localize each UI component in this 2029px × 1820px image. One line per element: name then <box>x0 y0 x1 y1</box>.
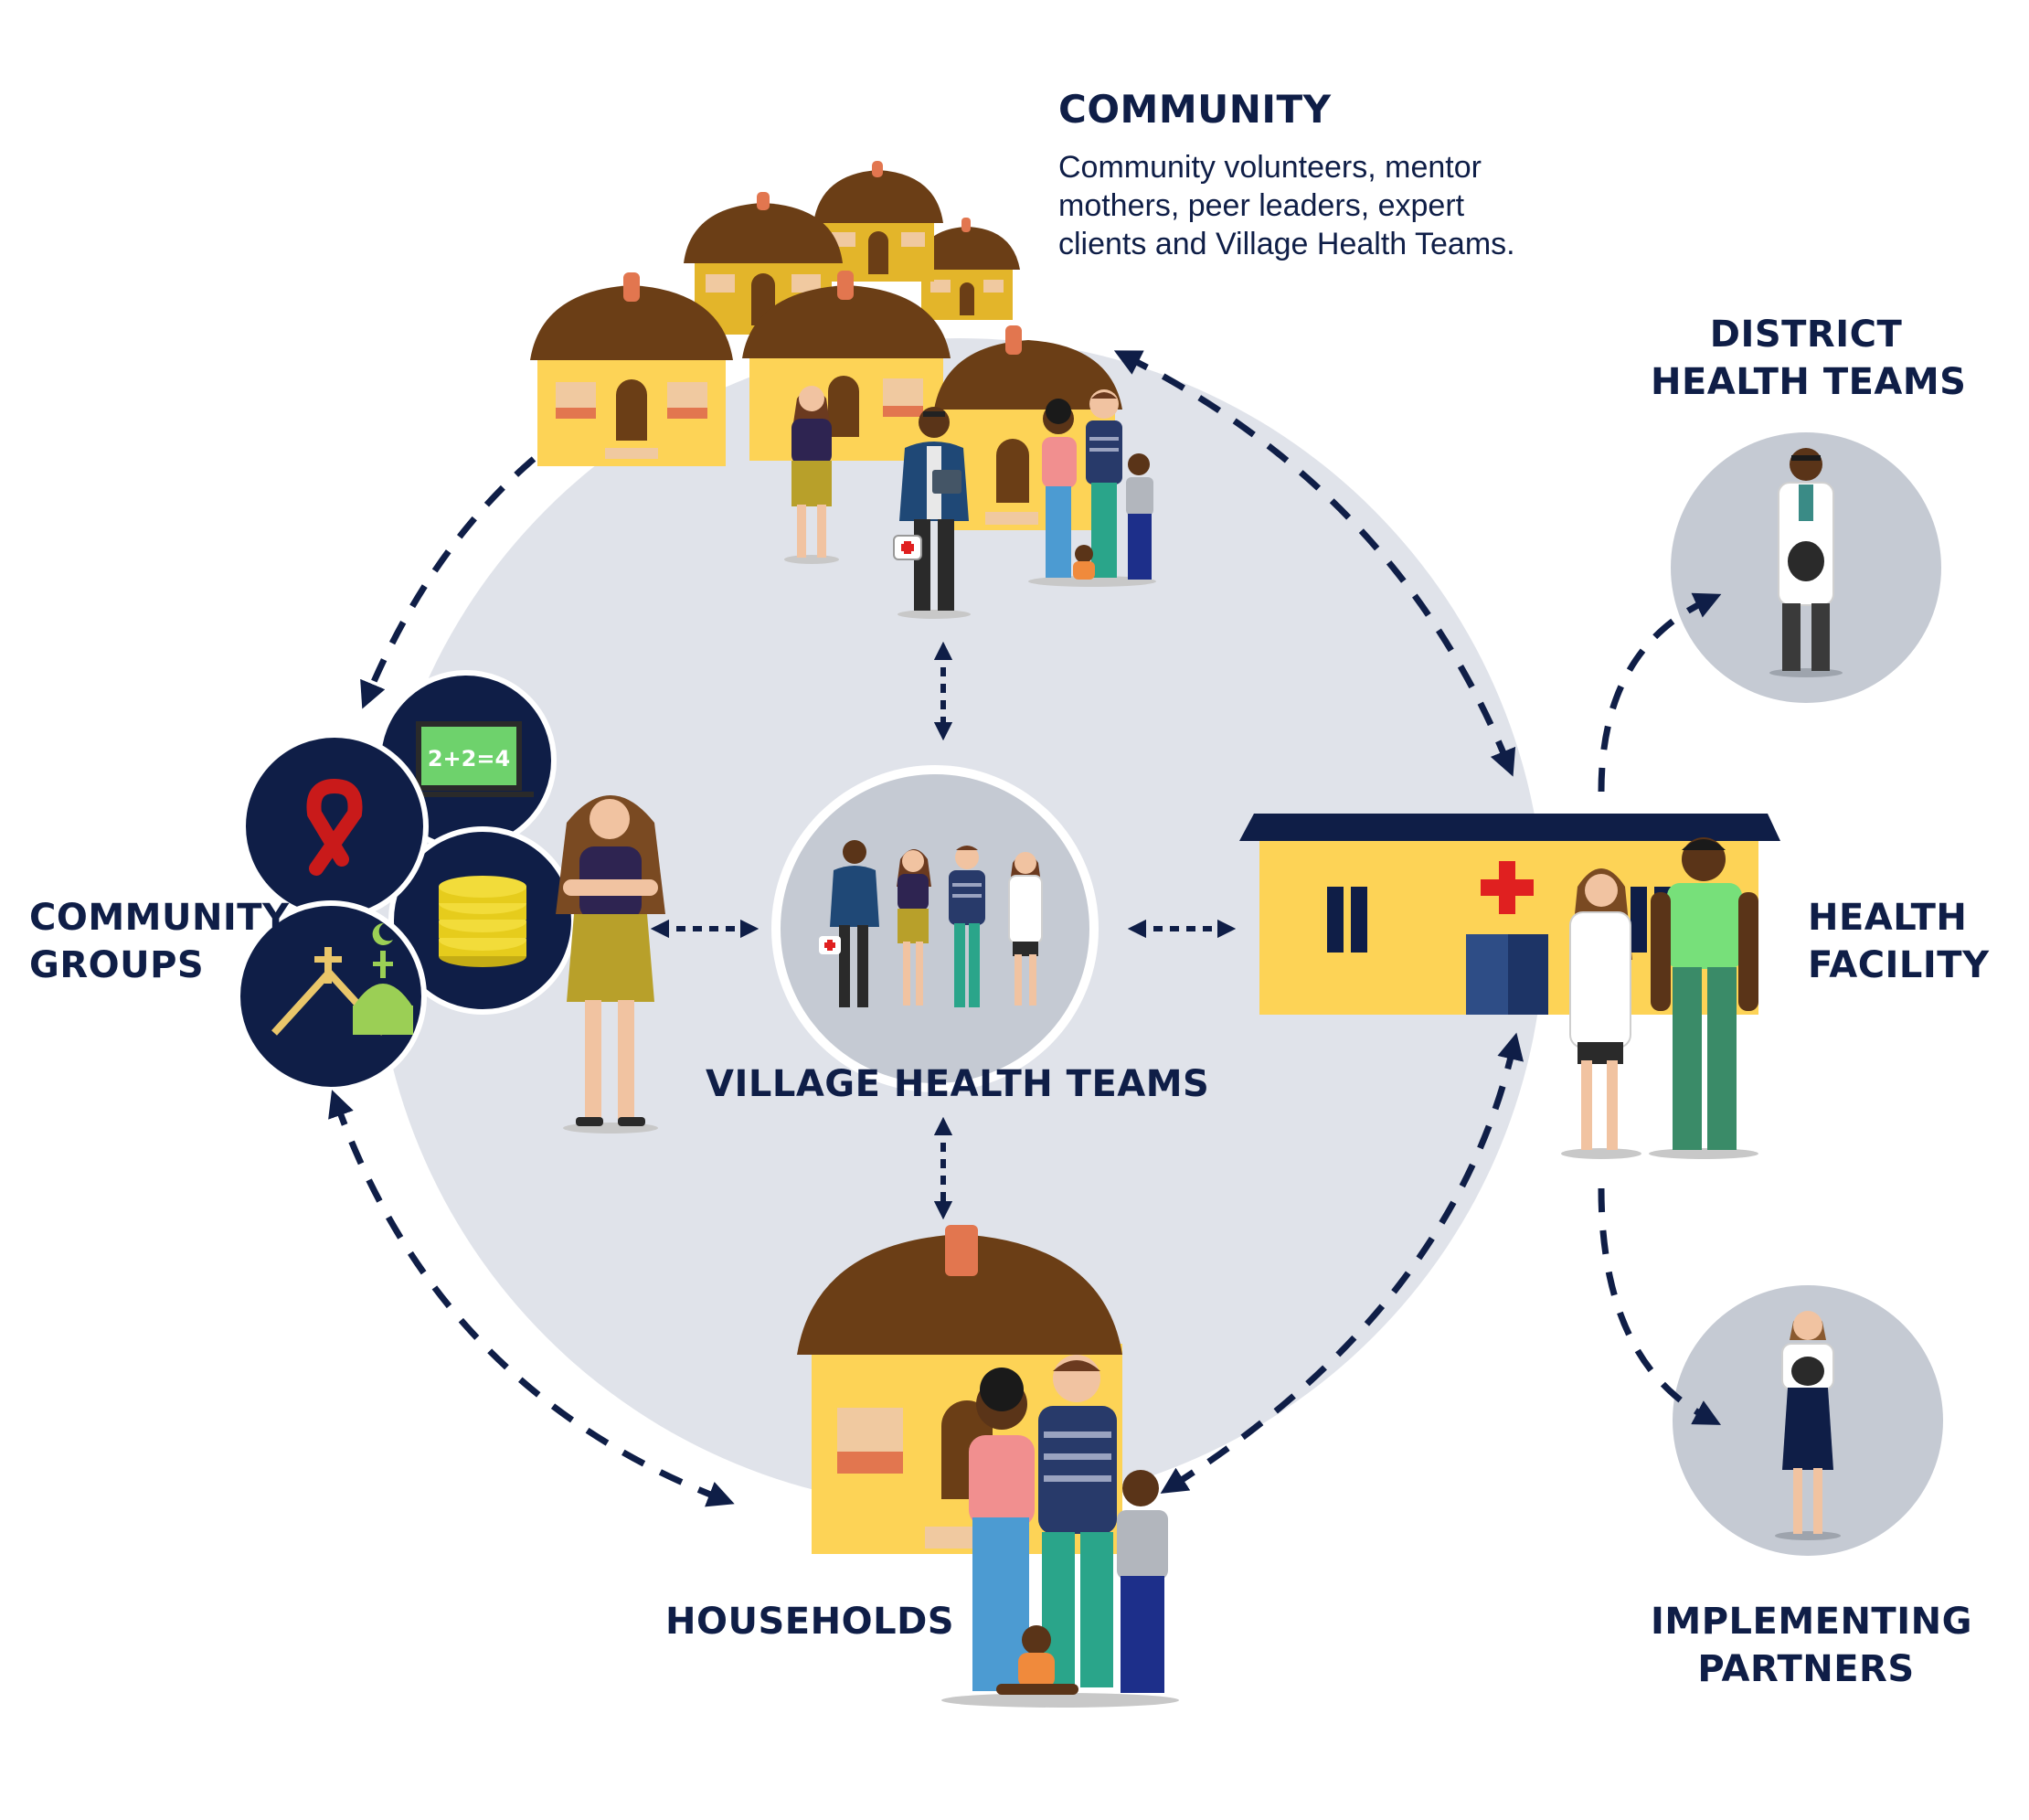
village-health-teams-label: VILLAGE HEALTH TEAMS <box>706 1063 1210 1105</box>
arrow-facility-to-partners <box>1598 1187 1722 1425</box>
community-groups-line1: COMMUNITY <box>29 897 290 939</box>
community-description: Community volunteers, mentor mothers, pe… <box>1058 150 1515 261</box>
health-facility-line1: HEALTH <box>1808 897 1968 939</box>
implementing-partner-woman-figure <box>1775 1311 1841 1540</box>
arrow-households-health-facility <box>1160 1032 1524 1494</box>
facility-patient-man-figure <box>1649 837 1758 1159</box>
health-facility-illustration <box>1239 814 1780 1159</box>
community-title: COMMUNITY <box>1058 87 1332 132</box>
vht-member-doctor-figure <box>1008 852 1043 1006</box>
community-groups-line2: GROUPS <box>29 944 205 986</box>
chalkboard-icon: 2+2=4 <box>404 721 534 797</box>
vht-member-woman-figure <box>897 849 931 1006</box>
district-doctor-figure <box>1769 448 1843 677</box>
implementing-partners-line2: PARTNERS <box>1697 1648 1915 1690</box>
district-health-teams-illustration <box>1671 432 1941 703</box>
facility-doctor-figure <box>1561 868 1641 1159</box>
hut-front-middle <box>742 271 951 461</box>
community-health-worker-figure <box>893 407 971 619</box>
community-groups-label: COMMUNITY GROUPS <box>29 894 290 989</box>
red-ribbon-icon <box>306 779 363 876</box>
connector-arrows <box>328 350 1722 1507</box>
district-health-teams-label: DISTRICT HEALTH TEAMS <box>1651 311 1967 406</box>
vht-member-man2-figure <box>949 846 985 1007</box>
hut-back-middle <box>813 161 943 282</box>
district-health-teams-line1: DISTRICT <box>1709 314 1903 356</box>
health-facility-label: HEALTH FACILITY <box>1808 894 1990 989</box>
implementing-partners-illustration <box>1673 1285 1943 1556</box>
coins-icon <box>439 876 526 967</box>
implementing-partners-line1: IMPLEMENTING <box>1651 1601 1972 1643</box>
households-illustration <box>797 1225 1179 1708</box>
households-label: HOUSEHOLDS <box>665 1601 955 1643</box>
arrow-community-health-facility <box>1113 350 1516 777</box>
vht-member-man-figure <box>819 840 879 1007</box>
community-woman-figure <box>784 386 839 564</box>
chalkboard-text: 2+2=4 <box>428 746 510 772</box>
short-arrows <box>650 641 1237 1220</box>
implementing-partners-label: IMPLEMENTING PARTNERS <box>1651 1598 1972 1693</box>
church-mosque-icon <box>271 922 413 1036</box>
district-health-teams-line2: HEALTH TEAMS <box>1651 361 1967 403</box>
hut-back-right <box>914 218 1020 320</box>
hut-front-left <box>530 272 733 466</box>
arrow-community-to-groups <box>360 456 536 709</box>
red-cross-icon <box>1481 861 1534 914</box>
village-health-teams-illustration <box>771 765 1099 1092</box>
community-groups-illustration: 2+2=4 <box>235 670 665 1134</box>
household-family-figures <box>941 1355 1179 1708</box>
health-facility-line2: FACILITY <box>1808 944 1990 986</box>
